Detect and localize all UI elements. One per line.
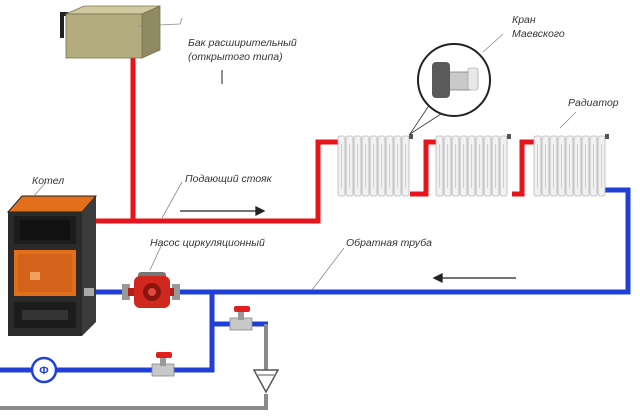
return-pipe-label: Обратная труба bbox=[346, 237, 432, 249]
drain-funnel bbox=[252, 369, 280, 394]
air-vent-plug bbox=[605, 134, 609, 139]
supply-riser-label: Подающий стояк bbox=[185, 173, 273, 185]
boiler bbox=[6, 195, 98, 336]
boiler-label: Котел bbox=[32, 175, 64, 187]
radiators bbox=[337, 134, 609, 197]
radiator-label: Радиатор bbox=[568, 97, 619, 109]
return-leader bbox=[311, 247, 345, 291]
air-vent-plug bbox=[409, 134, 413, 139]
air-vent-plug bbox=[507, 134, 511, 139]
pump-label: Насос циркуляционный bbox=[150, 237, 265, 249]
ball-valve-lower bbox=[151, 352, 175, 377]
tank-label-line1: Бак расширительный bbox=[188, 37, 297, 49]
return-pipe-main bbox=[92, 187, 631, 295]
ball-valve-upper bbox=[229, 306, 253, 331]
supply-flow-arrow bbox=[180, 205, 266, 217]
pump-leader bbox=[149, 243, 163, 271]
expansion-tank bbox=[60, 5, 161, 59]
radiator-1 bbox=[337, 134, 413, 197]
meter-symbol: Ф bbox=[39, 365, 48, 377]
circulation-pump bbox=[122, 272, 180, 308]
flow-arrows bbox=[180, 205, 516, 284]
leader-lines bbox=[33, 17, 577, 291]
valve-label-line2: Маевского bbox=[512, 28, 565, 40]
supply-leader bbox=[161, 181, 183, 219]
radiator-link-2 bbox=[512, 139, 540, 197]
radiator-2 bbox=[435, 134, 511, 197]
labels: Бак расширительный (открытого типа) Кран… bbox=[32, 14, 619, 249]
tank-label-line2: (открытого типа) bbox=[188, 51, 283, 63]
mayevsky-valve-callout bbox=[409, 33, 504, 135]
supply-riser-pipe bbox=[92, 139, 340, 224]
tank-leader bbox=[137, 17, 183, 27]
return-flow-arrow bbox=[432, 272, 516, 284]
radiator-leader bbox=[559, 111, 577, 129]
radiator-3 bbox=[533, 134, 609, 197]
supply-pipes bbox=[92, 54, 540, 224]
radiator-link-1 bbox=[410, 139, 440, 197]
return-branch-down bbox=[0, 292, 215, 373]
valve-label-line1: Кран bbox=[512, 14, 536, 26]
water-meter: Ф bbox=[30, 356, 58, 384]
boiler-leader bbox=[33, 181, 47, 197]
